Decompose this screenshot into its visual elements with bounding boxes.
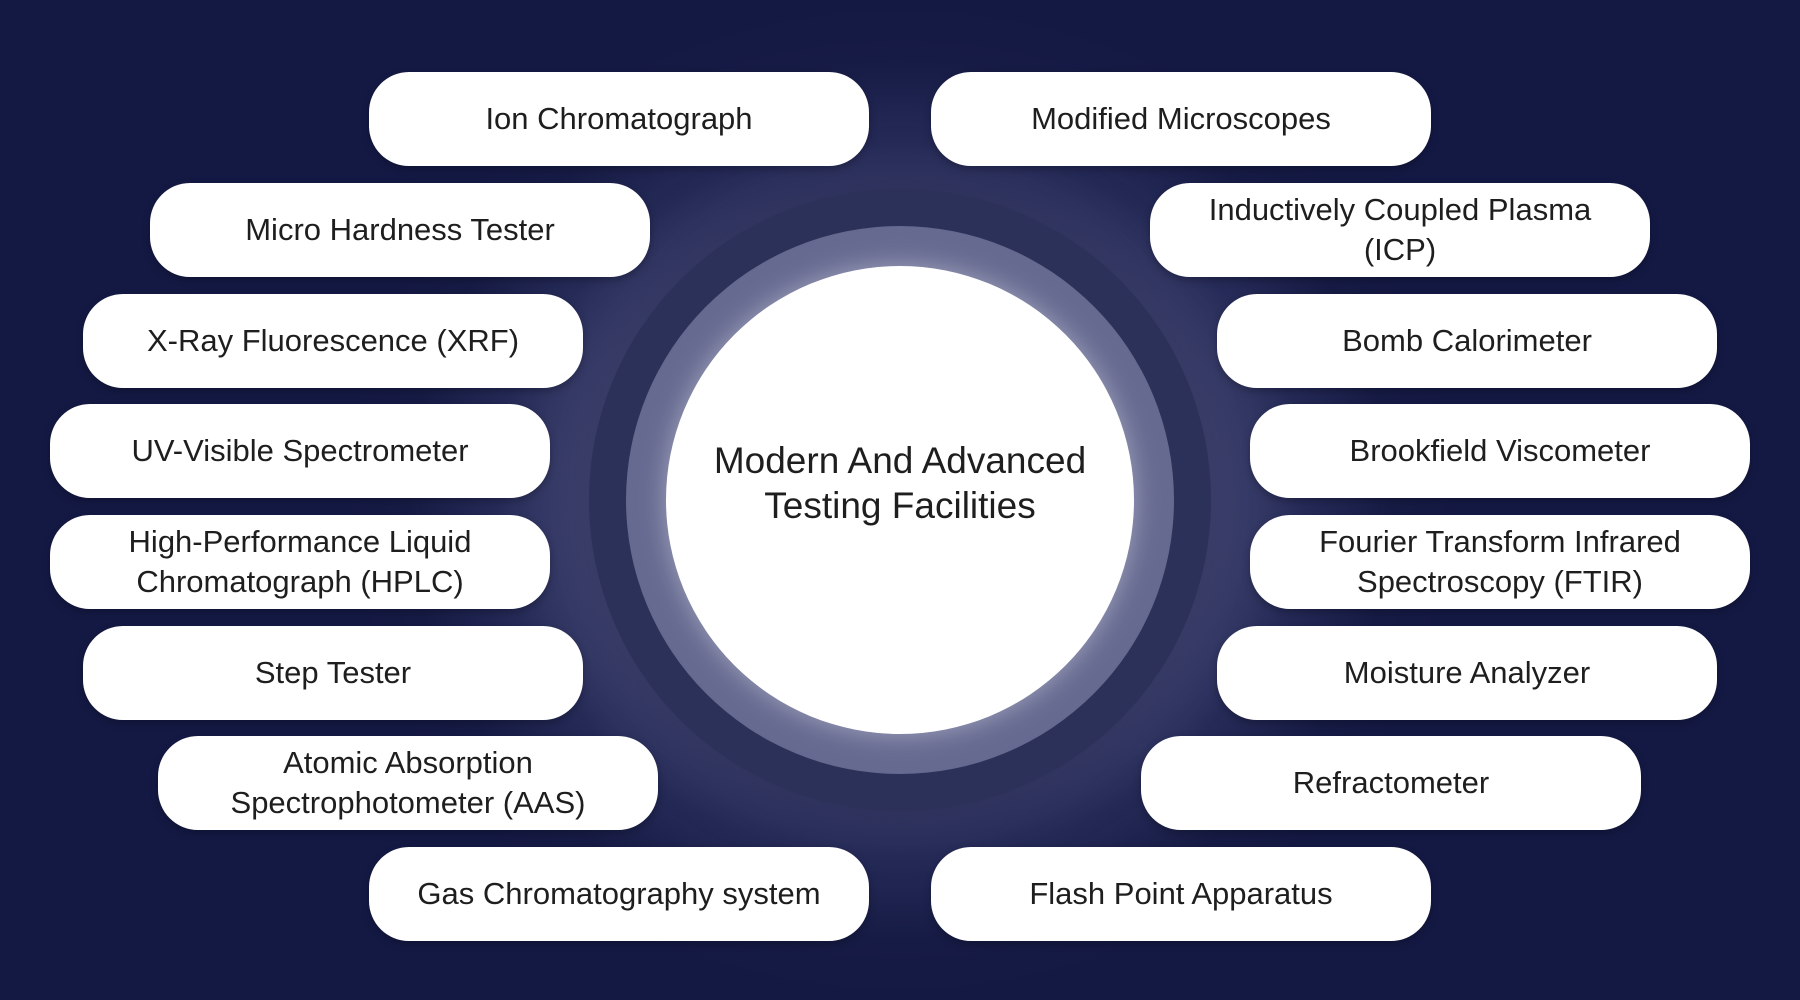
facility-xrf: X-Ray Fluorescence (XRF)	[83, 294, 583, 388]
facility-brookfield-viscometer: Brookfield Viscometer	[1250, 404, 1750, 498]
facility-modified-microscopes: Modified Microscopes	[931, 72, 1431, 166]
facility-moisture-analyzer: Moisture Analyzer	[1217, 626, 1717, 720]
facility-label: Step Tester	[254, 655, 412, 690]
facility-icp: Inductively Coupled Plasma (ICP)	[1150, 183, 1650, 277]
facility-ftir: Fourier Transform Infrared Spectroscopy …	[1250, 515, 1750, 609]
facility-gas-chromatography: Gas Chromatography system	[369, 847, 869, 941]
facility-ion-chromatograph: Ion Chromatograph	[369, 72, 869, 166]
facility-label: Refractometer	[1292, 765, 1490, 800]
center-title: Modern And Advanced Testing Facilities	[713, 439, 1087, 526]
facility-label: Modified Microscopes	[1031, 101, 1331, 136]
facility-label: Inductively Coupled Plasma (ICP)	[1208, 192, 1592, 267]
facility-micro-hardness-tester: Micro Hardness Tester	[150, 183, 650, 277]
facility-label: High-Performance Liquid Chromatograph (H…	[128, 524, 472, 599]
facility-label: Bomb Calorimeter	[1342, 323, 1592, 358]
facility-label: Brookfield Viscometer	[1349, 433, 1651, 468]
facility-bomb-calorimeter: Bomb Calorimeter	[1217, 294, 1717, 388]
facility-label: Moisture Analyzer	[1343, 655, 1591, 690]
facility-aas: Atomic Absorption Spectrophotometer (AAS…	[158, 736, 658, 830]
facility-label: Fourier Transform Infrared Spectroscopy …	[1319, 524, 1681, 599]
facility-label: X-Ray Fluorescence (XRF)	[146, 323, 520, 358]
facility-label: Flash Point Apparatus	[1029, 876, 1333, 911]
facility-refractometer: Refractometer	[1141, 736, 1641, 830]
facility-label: Ion Chromatograph	[485, 101, 753, 136]
facility-uv-visible-spectrometer: UV-Visible Spectrometer	[50, 404, 550, 498]
center-circle: Modern And Advanced Testing Facilities	[666, 266, 1134, 734]
facility-label: Micro Hardness Tester	[245, 212, 555, 247]
facility-label: Gas Chromatography system	[417, 876, 821, 911]
facility-hplc: High-Performance Liquid Chromatograph (H…	[50, 515, 550, 609]
facility-flash-point-apparatus: Flash Point Apparatus	[931, 847, 1431, 941]
facility-label: Atomic Absorption Spectrophotometer (AAS…	[230, 745, 586, 820]
facility-step-tester: Step Tester	[83, 626, 583, 720]
facility-label: UV-Visible Spectrometer	[131, 433, 469, 468]
